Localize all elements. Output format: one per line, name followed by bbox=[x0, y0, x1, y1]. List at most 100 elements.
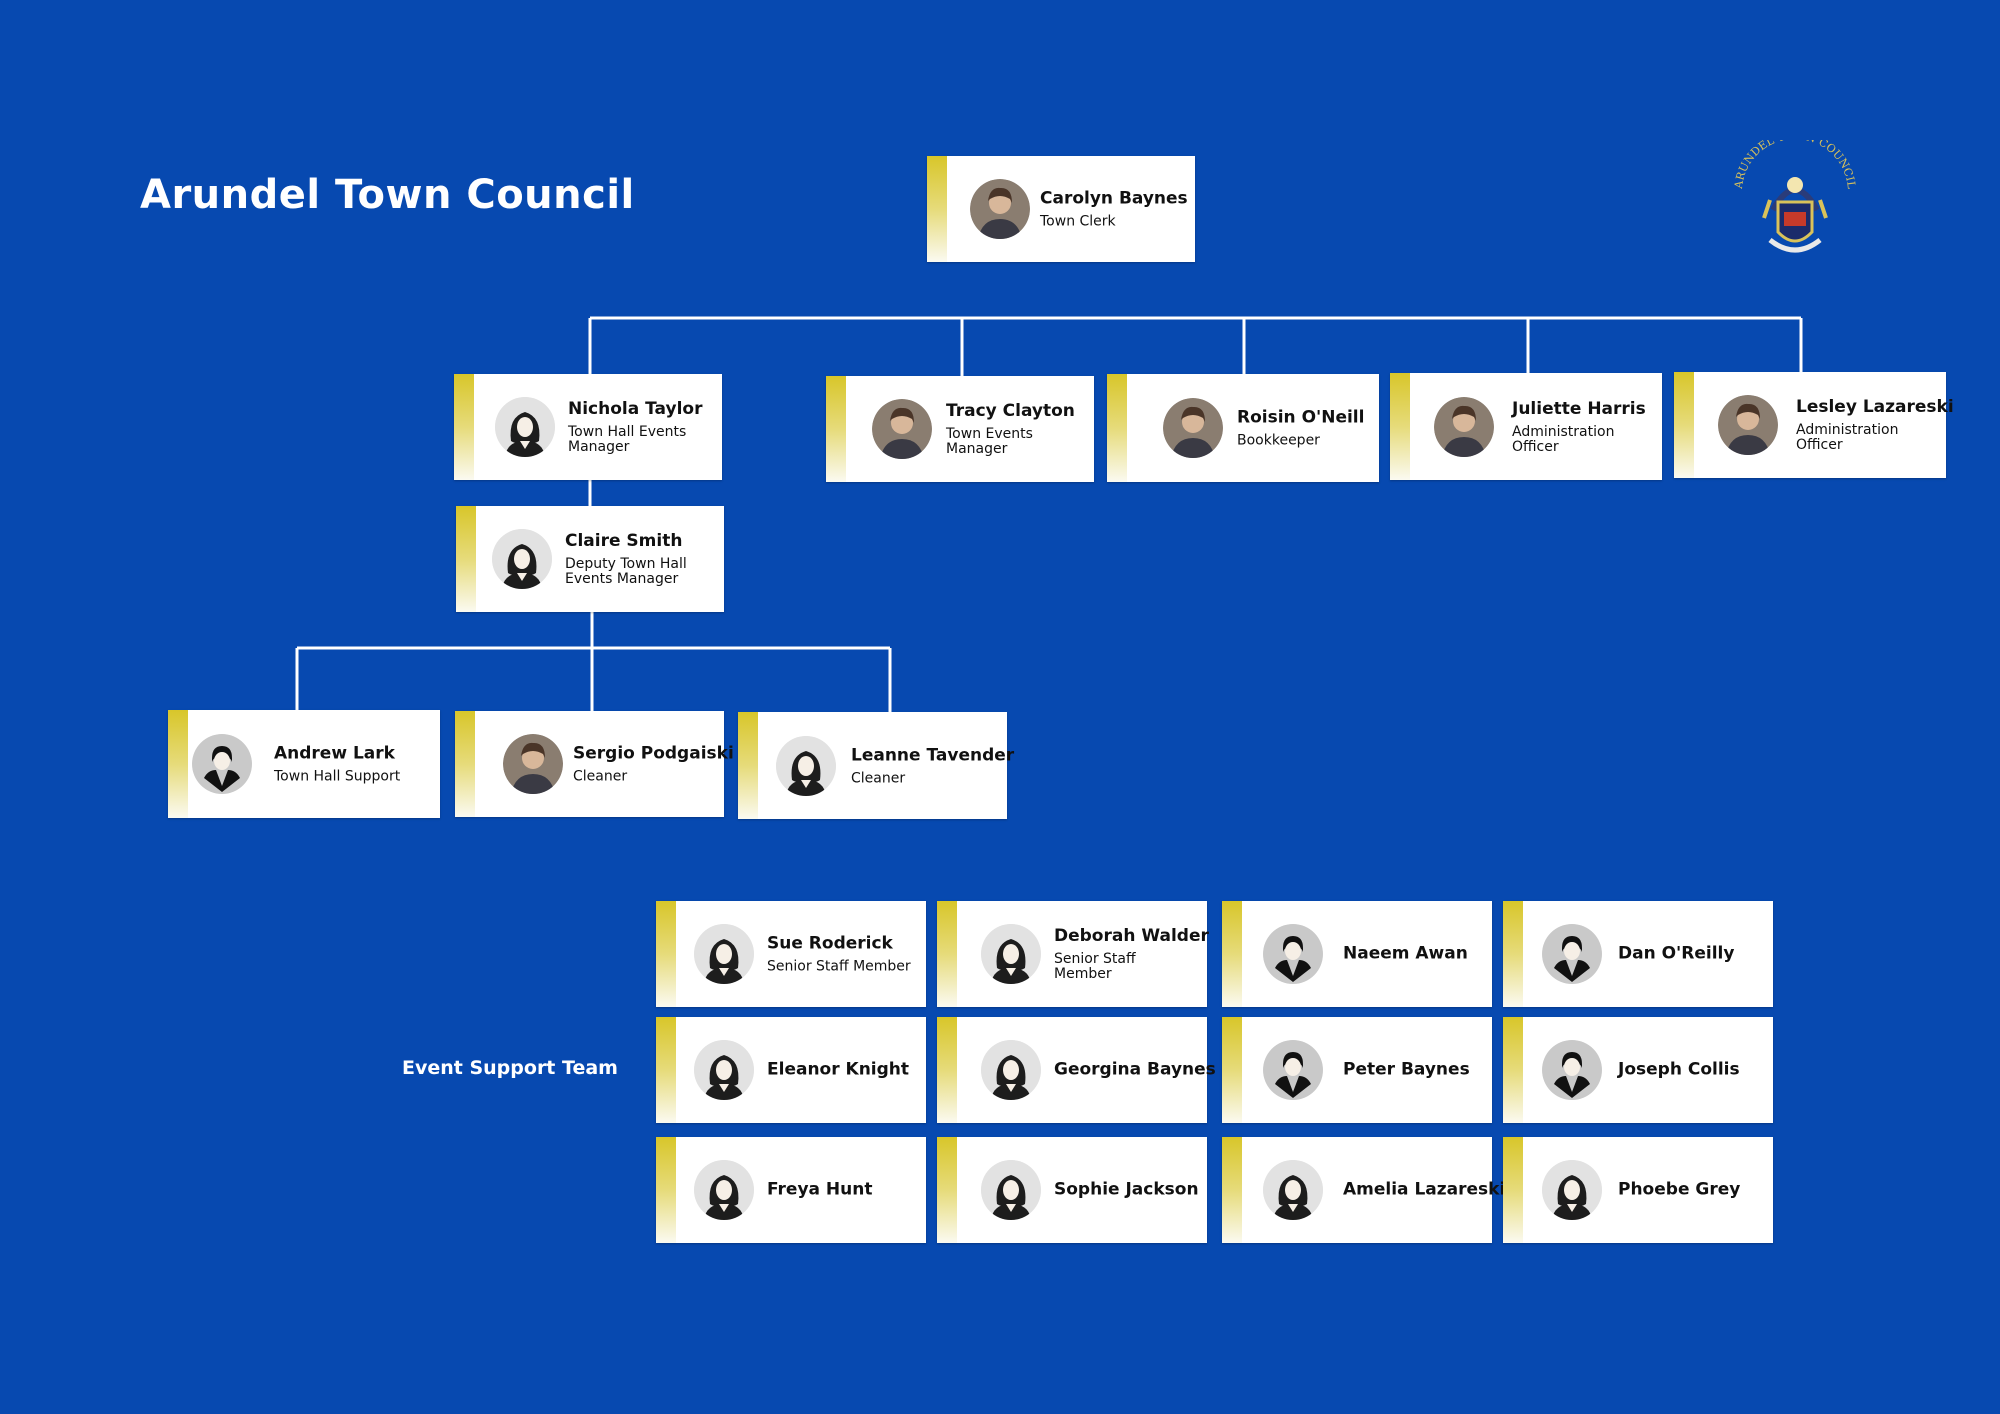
accent-bar bbox=[454, 374, 474, 480]
accent-bar bbox=[1222, 901, 1242, 1007]
accent-bar bbox=[1222, 1017, 1242, 1123]
person-text: Peter Baynes bbox=[1343, 1060, 1482, 1081]
person-avatar-icon bbox=[492, 529, 552, 589]
person-role: Bookkeeper bbox=[1237, 432, 1320, 449]
accent-bar bbox=[656, 901, 676, 1007]
person-card-amelia-lazareski: Amelia Lazareski bbox=[1222, 1137, 1506, 1243]
person-avatar-icon bbox=[694, 1040, 754, 1100]
person-text: Dan O'Reilly bbox=[1618, 944, 1763, 965]
person-card-joseph-collis: Joseph Collis bbox=[1503, 1017, 1773, 1123]
person-text: Naeem Awan bbox=[1343, 944, 1482, 965]
person-name: Sophie Jackson bbox=[1054, 1179, 1199, 1200]
accent-bar bbox=[1390, 373, 1410, 480]
person-avatar-icon bbox=[1542, 1040, 1602, 1100]
person-card-phoebe-grey: Phoebe Grey bbox=[1503, 1137, 1773, 1243]
person-text: Amelia Lazareski bbox=[1343, 1179, 1506, 1201]
accent-bar bbox=[1222, 1137, 1242, 1243]
person-role: Cleaner bbox=[573, 768, 628, 785]
person-name: Juliette Harris bbox=[1512, 398, 1646, 419]
person-name: Carolyn Baynes bbox=[1040, 188, 1188, 209]
person-card-dan-o-reilly: Dan O'Reilly bbox=[1503, 901, 1773, 1007]
accent-bar bbox=[937, 901, 957, 1007]
person-text: Phoebe Grey bbox=[1618, 1180, 1763, 1201]
person-name: Lesley Lazareski bbox=[1796, 397, 1954, 417]
accent-bar bbox=[456, 506, 476, 612]
person-card-sophie-jackson: Sophie Jackson bbox=[937, 1137, 1207, 1243]
page-title: Arundel Town Council bbox=[140, 172, 635, 218]
person-role: Town Events Manager bbox=[946, 426, 1033, 457]
person-name: Claire Smith bbox=[565, 531, 683, 551]
profile-photo bbox=[970, 179, 1030, 239]
person-avatar-icon bbox=[1263, 1040, 1323, 1100]
person-role: Town Hall Support bbox=[274, 768, 401, 785]
accent-bar bbox=[455, 711, 475, 817]
person-role: Administration Officer bbox=[1512, 423, 1615, 455]
accent-bar bbox=[168, 710, 188, 818]
accent-bar bbox=[656, 1017, 676, 1123]
person-role: Cleaner bbox=[851, 770, 906, 786]
council-crest-logo: ARUNDEL TOWN COUNCIL bbox=[1732, 140, 1858, 253]
accent-bar bbox=[826, 376, 846, 482]
person-avatar-icon bbox=[981, 924, 1041, 984]
person-name: Roisin O'Neill bbox=[1237, 407, 1365, 428]
person-text: Sophie Jackson bbox=[1054, 1179, 1199, 1201]
person-role: Deputy Town Hall Events Manager bbox=[565, 556, 687, 587]
person-text: Eleanor Knight bbox=[767, 1060, 916, 1081]
person-name: Phoebe Grey bbox=[1618, 1179, 1741, 1200]
person-name: Leanne Tavender bbox=[851, 745, 1015, 765]
accent-bar bbox=[1503, 1017, 1523, 1123]
profile-photo bbox=[872, 399, 932, 459]
person-card-peter-baynes: Peter Baynes bbox=[1222, 1017, 1492, 1123]
person-name: Eleanor Knight bbox=[767, 1059, 910, 1080]
profile-photo bbox=[1163, 398, 1223, 458]
profile-photo bbox=[503, 734, 563, 794]
accent-bar bbox=[656, 1137, 676, 1243]
person-text: Joseph Collis bbox=[1618, 1060, 1763, 1081]
event-support-team-label: Event Support Team bbox=[402, 1057, 618, 1079]
person-name: Deborah Walder bbox=[1054, 926, 1209, 946]
accent-bar bbox=[937, 1017, 957, 1123]
person-text: Georgina Baynes bbox=[1054, 1059, 1216, 1081]
accent-bar bbox=[1503, 901, 1523, 1007]
accent-bar bbox=[738, 712, 758, 819]
person-name: Joseph Collis bbox=[1618, 1059, 1740, 1080]
person-avatar-icon bbox=[981, 1160, 1041, 1220]
person-avatar-icon bbox=[694, 924, 754, 984]
person-avatar-icon bbox=[1542, 1160, 1602, 1220]
person-name: Nichola Taylor bbox=[568, 399, 703, 419]
person-name: Freya Hunt bbox=[767, 1179, 873, 1200]
person-name: Tracy Clayton bbox=[946, 401, 1075, 421]
person-card-freya-hunt: Freya Hunt bbox=[656, 1137, 926, 1243]
person-name: Sue Roderick bbox=[767, 933, 893, 954]
profile-photo bbox=[1434, 396, 1494, 457]
person-avatar-icon bbox=[694, 1160, 754, 1220]
person-name: Sergio Podgaiski bbox=[573, 743, 734, 764]
accent-bar bbox=[1107, 374, 1127, 482]
person-avatar-icon bbox=[495, 397, 555, 457]
accent-bar bbox=[1674, 372, 1694, 478]
person-name: Georgina Baynes bbox=[1054, 1059, 1216, 1080]
person-name: Amelia Lazareski bbox=[1343, 1179, 1506, 1200]
person-card-naeem-awan: Naeem Awan bbox=[1222, 901, 1492, 1007]
person-name: Naeem Awan bbox=[1343, 943, 1468, 964]
